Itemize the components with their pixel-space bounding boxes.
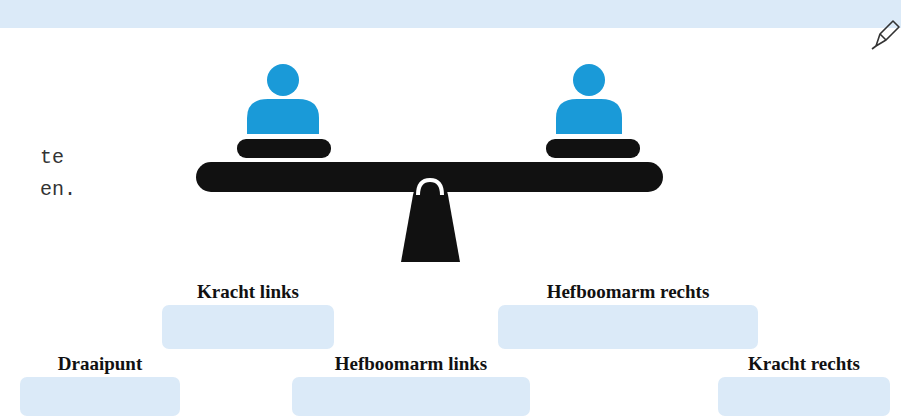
answer-field: Kracht links xyxy=(162,281,334,349)
pencil-icon xyxy=(872,21,899,49)
person-left xyxy=(237,64,331,158)
field-heading: Draaipunt xyxy=(20,353,180,377)
seesaw-beam xyxy=(196,162,663,192)
field-heading: Kracht rechts xyxy=(718,353,890,377)
field-heading: Hefboomarm links xyxy=(292,353,530,377)
answer-field: Draaipunt xyxy=(20,353,180,416)
field-heading: Kracht links xyxy=(162,281,334,305)
seesaw xyxy=(196,162,663,262)
answer-field: Kracht rechts xyxy=(718,353,890,416)
answer-box xyxy=(162,305,334,349)
answer-box xyxy=(718,377,890,416)
text-fragment: te xyxy=(40,146,64,169)
field-heading: Hefboomarm rechts xyxy=(498,281,758,305)
answer-box xyxy=(20,377,180,416)
text-fragment: en. xyxy=(40,178,76,201)
answer-box xyxy=(498,305,758,349)
answer-field: Hefboomarm links xyxy=(292,353,530,416)
top-band xyxy=(0,0,901,28)
answer-field: Hefboomarm rechts xyxy=(498,281,758,349)
person-right xyxy=(546,64,640,158)
fulcrum-arch xyxy=(418,180,442,195)
answer-box xyxy=(292,377,530,416)
